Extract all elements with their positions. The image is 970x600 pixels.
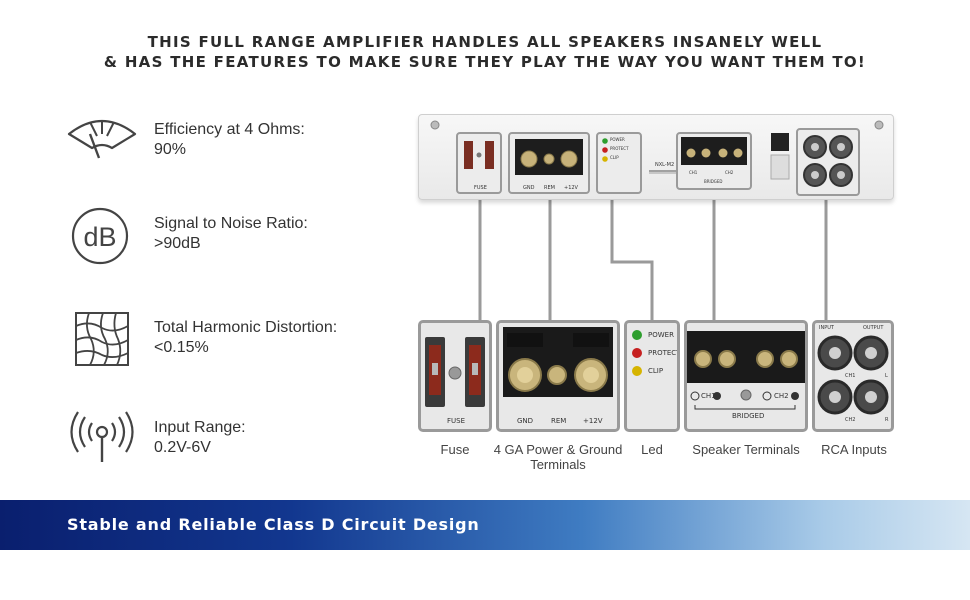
- efficiency-gauge-icon: [67, 120, 137, 159]
- amp-rem-label: REM: [544, 185, 555, 191]
- amp-gnd-label: GND: [523, 185, 535, 191]
- spec-thd: Total Harmonic Distortion: <0.15%: [66, 310, 396, 370]
- amplifier-panel: FUSE GND REM +12V POWER PROTECT CLIP NXL…: [418, 114, 894, 200]
- rca-ch1-label: CH1: [845, 373, 856, 379]
- rca-r-label: R: [885, 417, 889, 423]
- power-terminals-caption-line-2: Terminals: [530, 457, 586, 472]
- speaker-terminals-caption: Speaker Terminals: [692, 442, 800, 457]
- power-rem-label: REM: [551, 417, 567, 425]
- amp-clip-label: CLIP: [610, 155, 619, 160]
- spec-input-range: Input Range: 0.2V-6V: [66, 410, 396, 470]
- feature-banner: Stable and Reliable Class D Circuit Desi…: [0, 500, 970, 550]
- spec-label: Total Harmonic Distortion:: [154, 319, 338, 336]
- speaker-bridged-label: BRIDGED: [732, 412, 765, 420]
- amp-brand-label: NXL-M2: [655, 162, 675, 168]
- fuse-detail: FUSE: [418, 320, 492, 432]
- rca-input-detail-art: [817, 335, 889, 415]
- fuse-detail-art: [425, 337, 485, 407]
- headline-line-2: & HAS THE FEATURES TO MAKE SURE THEY PLA…: [103, 53, 867, 71]
- decibel-text: dB: [83, 222, 116, 252]
- led-detail-art: [632, 330, 642, 376]
- spec-label: Input Range:: [154, 419, 246, 436]
- rca-inputs-caption: RCA Inputs: [821, 442, 887, 457]
- speaker-ch1-label: CH1: [701, 392, 716, 400]
- led-caption: Led: [641, 442, 663, 457]
- power-terminals-caption: 4 GA Power & Ground Terminals: [478, 442, 638, 472]
- led-protect-label: PROTECT: [648, 349, 680, 357]
- headline-line-1: THIS FULL RANGE AMPLIFIER HANDLES ALL SP…: [147, 33, 823, 51]
- spec-value: 0.2V-6V: [154, 439, 211, 456]
- rca-output-label: OUTPUT: [863, 325, 884, 331]
- led-connector-line: [610, 196, 654, 322]
- rca-input-label: INPUT: [819, 325, 834, 331]
- led-clip-label: CLIP: [648, 367, 664, 375]
- power-12v-label: +12V: [583, 417, 603, 425]
- headline: THIS FULL RANGE AMPLIFIER HANDLES ALL SP…: [0, 32, 970, 72]
- rca-input-detail: INPUT OUTPUT CH1 CH2 L R: [812, 320, 894, 432]
- banner-text: Stable and Reliable Class D Circuit Desi…: [67, 515, 480, 534]
- spec-value: >90dB: [154, 235, 201, 252]
- spec-efficiency: Efficiency at 4 Ohms: 90%: [66, 112, 396, 172]
- power-terminals-caption-line-1: 4 GA Power & Ground: [493, 442, 623, 457]
- spec-label: Signal to Noise Ratio:: [154, 215, 308, 232]
- amp-ch1-label: CH1: [689, 170, 698, 175]
- decibel-icon: dB: [71, 207, 129, 265]
- rca-l-label: L: [885, 373, 888, 379]
- amp-power-label: POWER: [610, 137, 625, 142]
- led-detail: POWER PROTECT CLIP: [624, 320, 680, 432]
- amp-bridged-label: BRIDGED: [704, 179, 723, 184]
- antenna-signal-icon: [70, 411, 134, 462]
- distortion-grid-icon: [75, 312, 129, 366]
- fuse-detail-label: FUSE: [447, 417, 466, 425]
- speaker-terminal-detail-art: [687, 331, 805, 410]
- power-terminal-detail: GND REM +12V: [496, 320, 620, 432]
- amp-fuse-label: FUSE: [474, 185, 487, 191]
- amplifier-panel-art: [430, 120, 884, 196]
- power-terminal-detail-art: [503, 327, 613, 397]
- spec-value: 90%: [154, 141, 187, 158]
- amp-12v-label: +12V: [564, 185, 578, 191]
- amp-ch2-label: CH2: [725, 170, 734, 175]
- led-power-label: POWER: [648, 331, 674, 339]
- fuse-caption: Fuse: [440, 442, 470, 457]
- speaker-terminal-detail: CH1 CH2 BRIDGED: [684, 320, 808, 432]
- spec-snr: dB Signal to Noise Ratio: >90dB: [66, 206, 396, 266]
- speaker-ch2-label: CH2: [774, 392, 789, 400]
- spec-label: Efficiency at 4 Ohms:: [154, 121, 305, 138]
- amp-protect-label: PROTECT: [610, 146, 629, 151]
- spec-value: <0.15%: [154, 339, 209, 356]
- power-gnd-label: GND: [517, 417, 534, 425]
- rca-ch2-label: CH2: [845, 417, 856, 423]
